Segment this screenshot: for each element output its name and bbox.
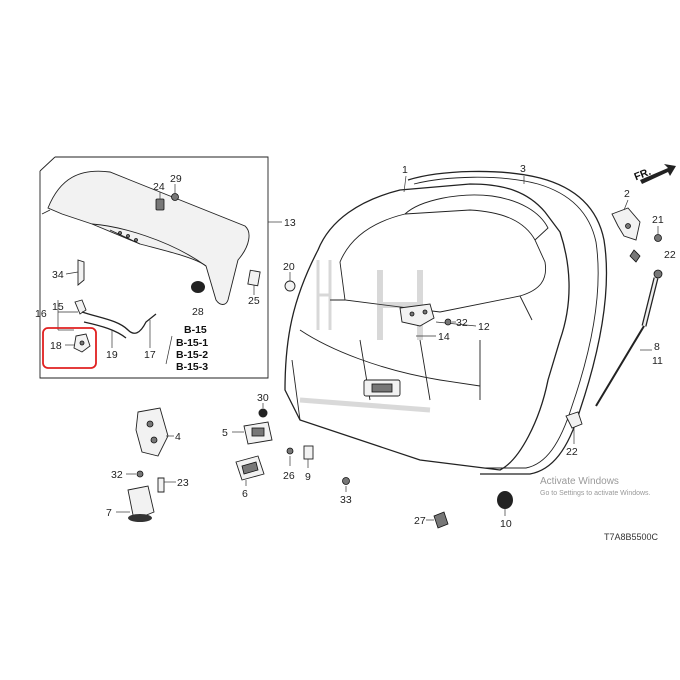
part-22-lower xyxy=(565,411,583,444)
part-27-retainer xyxy=(426,511,449,529)
watermark-subtitle: Go to Settings to activate Windows. xyxy=(540,490,651,497)
callout-11: 11 xyxy=(652,355,663,367)
part-30-grommet xyxy=(258,403,268,418)
part-32-nut-upper xyxy=(444,318,456,326)
part-34-bracket xyxy=(65,259,85,286)
callout-4: 4 xyxy=(175,431,181,443)
part-9-cover xyxy=(303,445,314,468)
part-33-fastener xyxy=(342,477,350,492)
callout-2: 2 xyxy=(624,188,630,200)
washer-hose-assembly xyxy=(57,299,157,348)
part-20-bumper xyxy=(284,272,296,292)
part-6-lamp xyxy=(235,455,265,486)
callout-27: 27 xyxy=(414,515,426,527)
part-21-bolt xyxy=(654,226,662,242)
part-10-bumper xyxy=(497,491,513,516)
callout-15: 15 xyxy=(52,301,64,313)
callout-28: 28 xyxy=(192,306,204,318)
front-arrow xyxy=(640,164,676,184)
part-18-highlight xyxy=(42,327,97,369)
callout-5: 5 xyxy=(222,427,228,439)
callout-14: 14 xyxy=(438,331,450,343)
callout-34: 34 xyxy=(52,269,64,281)
callout-18: 18 xyxy=(50,340,62,352)
callout-22-upper: 22 xyxy=(664,249,676,261)
callout-21: 21 xyxy=(652,214,664,226)
watermark-title: Activate Windows xyxy=(540,476,619,487)
diagram-code: T7A8B5500C xyxy=(604,532,659,542)
part-5-switch xyxy=(232,421,273,445)
callout-33: 33 xyxy=(340,494,352,506)
callout-26: 26 xyxy=(283,470,295,482)
ref-b15-1: B-15-1 xyxy=(176,337,208,349)
ref-b15-3: B-15-3 xyxy=(176,361,208,373)
callout-8: 8 xyxy=(654,341,660,353)
ref-b15-2: B-15-2 xyxy=(176,349,208,361)
callout-29: 29 xyxy=(170,173,182,185)
callout-30: 30 xyxy=(257,392,269,404)
part-24-clip xyxy=(155,192,165,211)
callout-6: 6 xyxy=(242,488,248,500)
callout-12: 12 xyxy=(478,321,490,333)
part-7-cover xyxy=(116,485,155,522)
part-28-grommet xyxy=(191,281,205,293)
callout-17: 17 xyxy=(144,349,156,361)
callout-1: 1 xyxy=(402,164,408,176)
rear-handle xyxy=(363,379,401,397)
part-4-actuator xyxy=(135,407,174,457)
part-23-clip-lower xyxy=(157,477,176,493)
tailgate xyxy=(284,175,570,471)
part-23-clip-upper xyxy=(629,249,641,263)
callout-32-lower: 32 xyxy=(111,469,123,481)
part-3-weatherstrip xyxy=(407,170,608,475)
part-25-pad xyxy=(247,269,261,295)
ref-b15: B-15 xyxy=(184,324,207,336)
callout-32-upper: 32 xyxy=(456,317,468,329)
callout-10: 10 xyxy=(500,518,512,530)
callout-22-lower: 22 xyxy=(566,446,578,458)
callout-3: 3 xyxy=(520,163,526,175)
spoiler-inset xyxy=(39,156,282,379)
front-arrow-label: FR. xyxy=(632,166,652,183)
part-26-screw xyxy=(286,447,294,466)
callout-25: 25 xyxy=(248,295,260,307)
callout-16: 16 xyxy=(35,308,47,320)
callout-24: 24 xyxy=(153,181,165,193)
callout-19: 19 xyxy=(106,349,118,361)
part-29-screw xyxy=(171,184,179,201)
part-14-latch xyxy=(399,303,477,337)
callout-9: 9 xyxy=(305,471,311,483)
callout-7: 7 xyxy=(106,507,112,519)
callout-23: 23 xyxy=(177,477,189,489)
gas-strut xyxy=(595,269,663,407)
part-32-bolt-lower xyxy=(126,470,144,478)
rear-spoiler xyxy=(41,170,250,305)
part-2-hinge xyxy=(611,199,641,241)
callout-13: 13 xyxy=(284,217,296,229)
callout-20: 20 xyxy=(283,261,295,273)
